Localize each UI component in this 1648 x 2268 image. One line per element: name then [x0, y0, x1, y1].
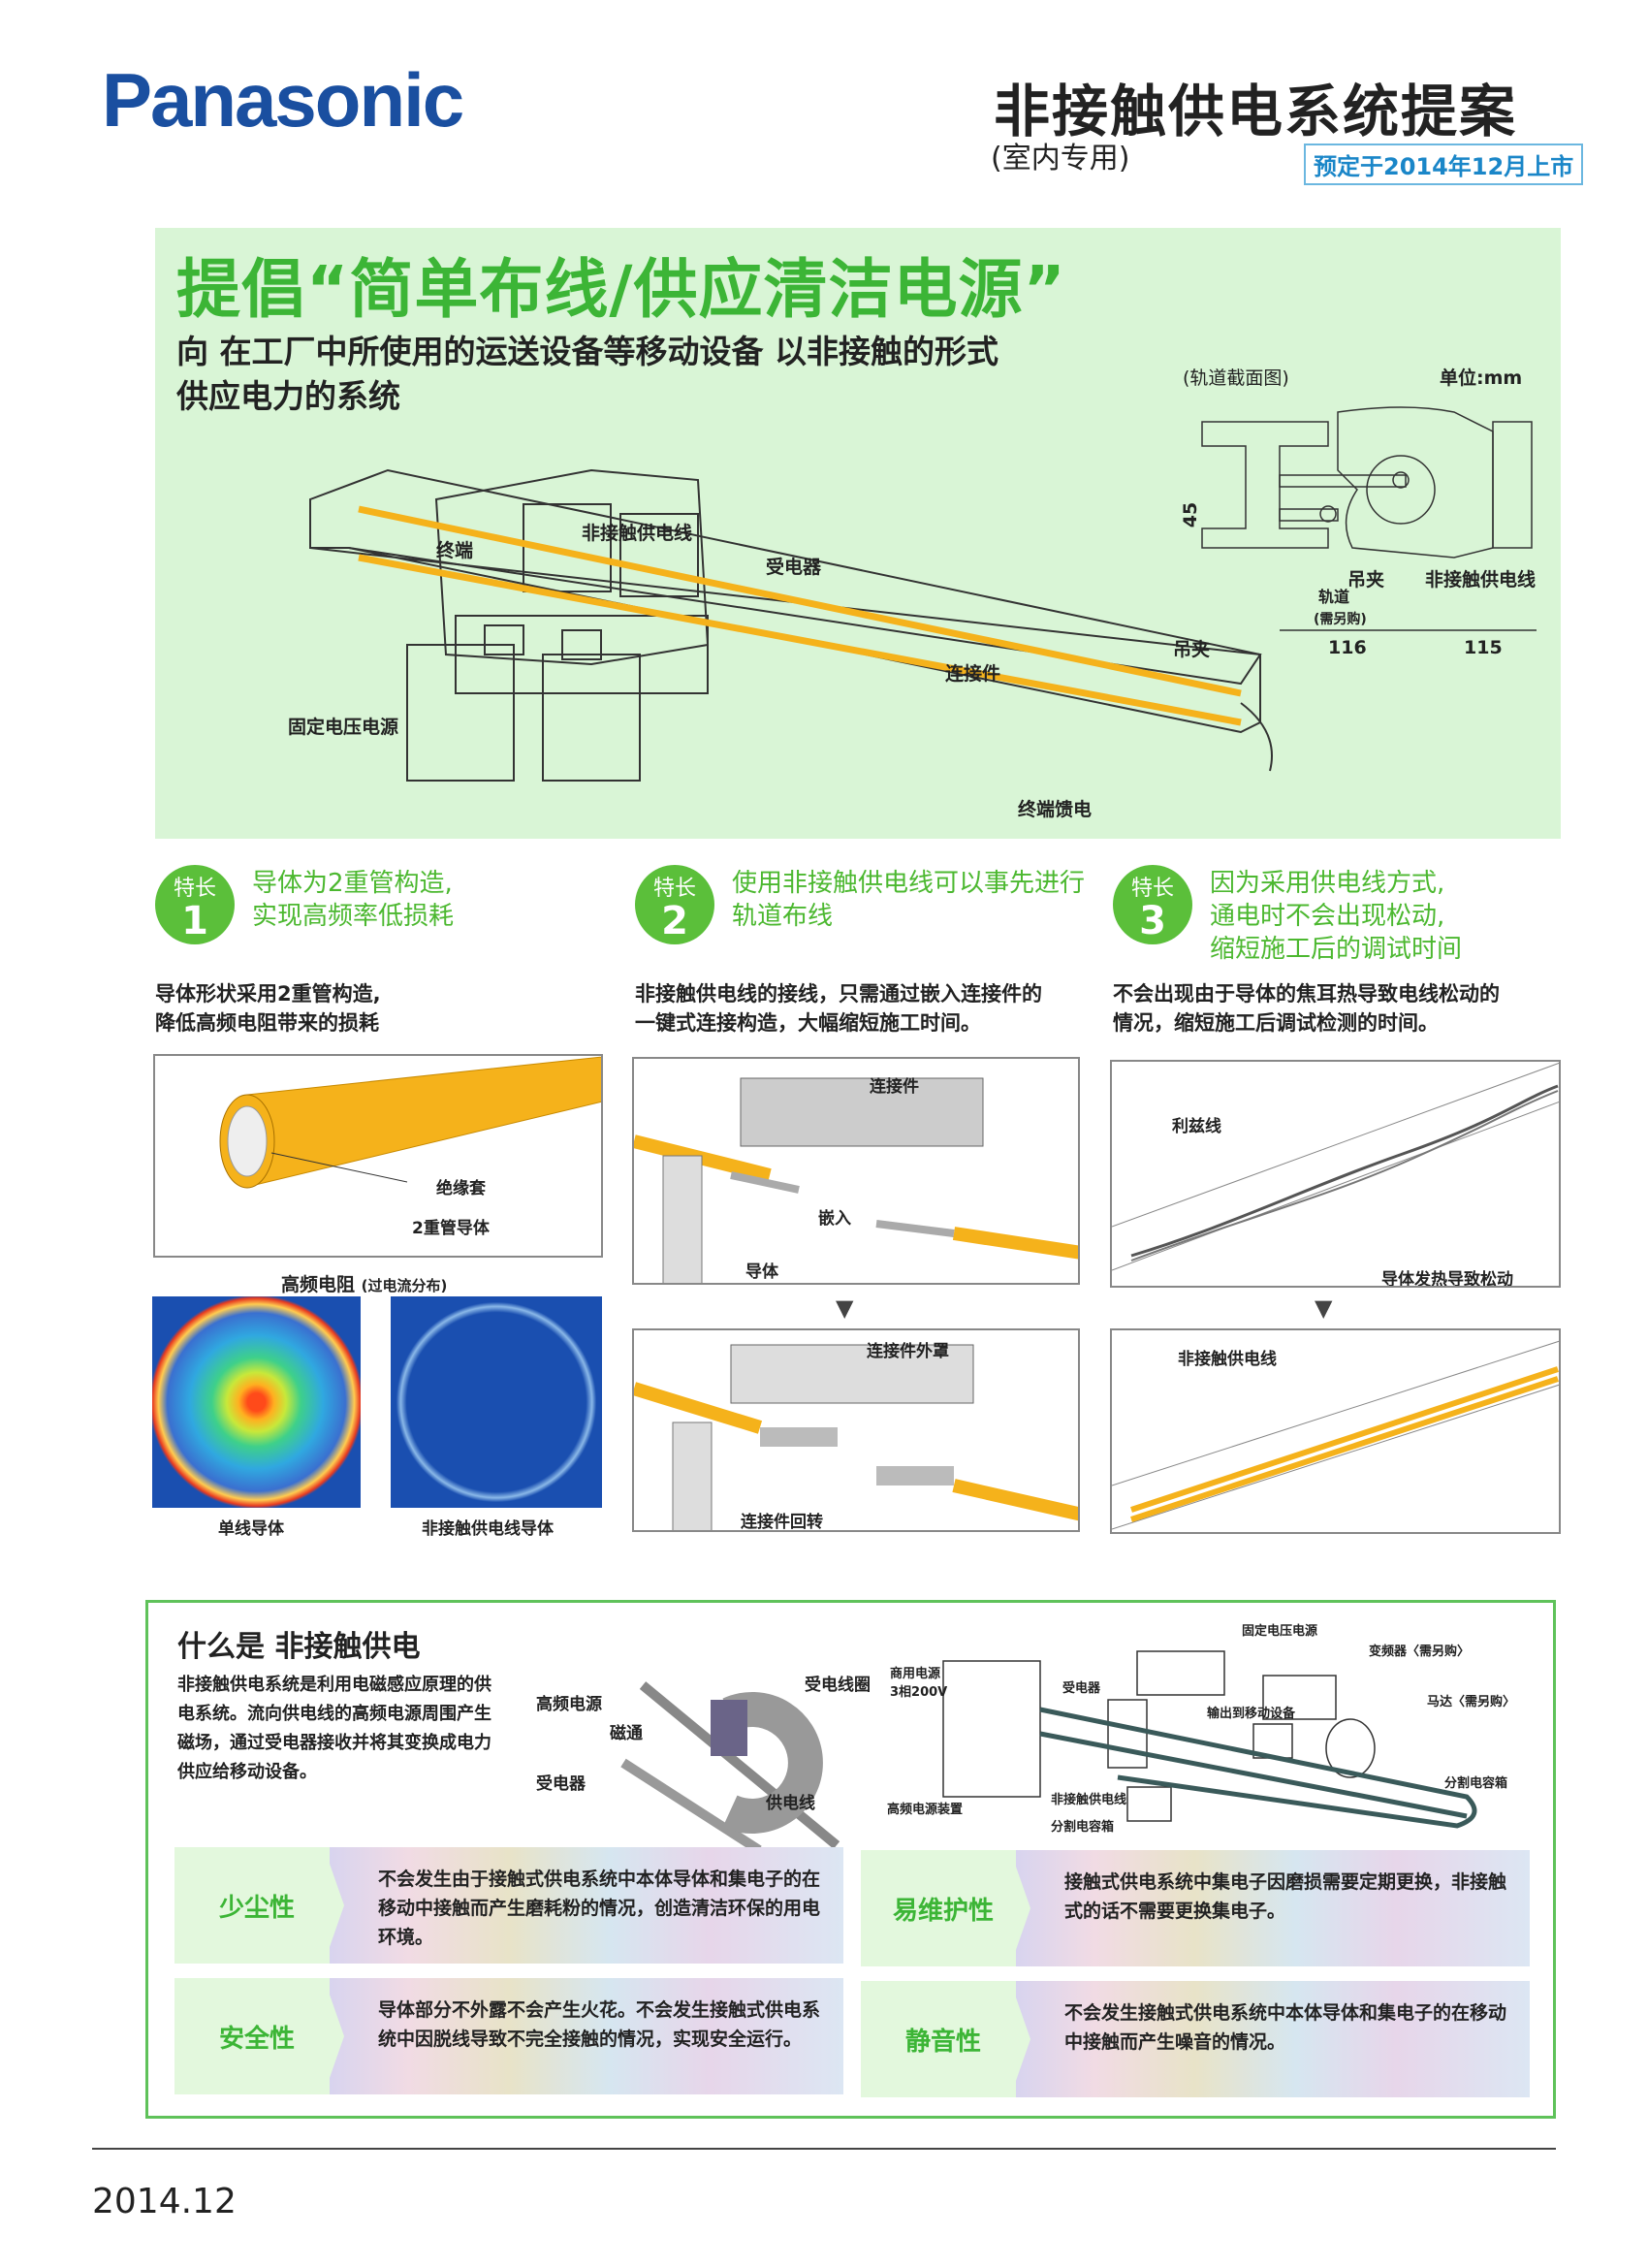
- d2-inverter: 变频器〈需另购〉: [1369, 1645, 1471, 1659]
- hero-lead: 向 在工厂中所使用的运送设备等移动设备 以非接触的形式供应电力的系统: [176, 330, 998, 419]
- hero-headline: 提倡“简单布线/供应清洁电源”: [176, 252, 1066, 327]
- feature-body: 导体形状采用2重管构造,降低高频电阻带来的损耗: [155, 982, 381, 1035]
- d1-line: 供电线: [766, 1794, 815, 1813]
- unit-label: 单位:mm: [1440, 367, 1523, 389]
- label-rotate: 连接件回转: [741, 1513, 823, 1532]
- feature-title: 导体为2重管构造,实现高频率低损耗: [252, 869, 455, 931]
- section-title: 什么是 非接触供电: [177, 1630, 421, 1664]
- d2-psu: 固定电压电源: [1242, 1624, 1318, 1639]
- what-is-section: 什么是 非接触供电 非接触供电系统是利用电磁感应原理的供电系统。流向供电线的高频…: [145, 1600, 1556, 2119]
- d2-hf-unit: 高频电源装置: [887, 1803, 964, 1817]
- contactless-cable-image: 非接触供电线: [1110, 1328, 1561, 1534]
- label-receiver: 受电器: [766, 557, 822, 578]
- d1-coil: 受电线圈: [805, 1676, 871, 1695]
- benefit-maintenance: 易维护性接触式供电系统中集电子因磨损需要定期更换，非接触式的话不需要更换集电子。: [861, 1850, 1530, 1966]
- dim-115: 115: [1464, 637, 1503, 658]
- footer-rule: [92, 2148, 1556, 2150]
- label-psu: 固定电压电源: [288, 717, 399, 738]
- d2-cap1: 分割电容箱: [1051, 1820, 1115, 1835]
- down-arrow-icon: ▼: [836, 1294, 854, 1322]
- label-insulation: 绝缘套: [436, 1179, 486, 1198]
- benefit-quiet: 静音性不会发生接触式供电系统中本体导体和集电子的在移动中接触而产生噪音的情况。: [861, 1981, 1530, 2097]
- feature-body: 非接触供电线的接线，只需通过嵌入连接件的一键式连接构造，大幅缩短施工时间。: [635, 982, 1042, 1035]
- label-terminal: 终端: [436, 540, 474, 561]
- feature-title: 因为采用供电线方式,通电时不会出现松动,缩短施工后的调试时间: [1210, 869, 1463, 964]
- label-insert: 嵌入: [818, 1209, 851, 1229]
- system-diagram: [942, 1650, 1477, 1829]
- caption-single: 单线导体: [218, 1519, 284, 1539]
- section-rail-note: (需另购): [1314, 612, 1367, 627]
- label-loose: 导体发热导致松动: [1381, 1270, 1513, 1288]
- down-arrow-icon: ▼: [1315, 1294, 1333, 1322]
- feature-body: 不会出现由于导体的焦耳热导致电线松动的情况，缩短施工后调试检测的时间。: [1113, 982, 1500, 1035]
- d2-output: 输出到移动设备: [1207, 1707, 1296, 1721]
- section-rail: 轨道: [1318, 588, 1350, 606]
- section-hanger: 吊夹: [1347, 569, 1385, 591]
- benefit-safety: 安全性导体部分不外露不会产生火花。不会发生接触式供电系统中因脱线导致不完全接触的…: [174, 1978, 843, 2094]
- connector-cover-image: 连接件外罩 连接件回转: [632, 1328, 1080, 1532]
- section-text: 非接触供电系统是利用电磁感应原理的供电系统。流向供电线的高频电源周围产生磁场，通…: [177, 1675, 491, 1782]
- rail-system-illustration: [309, 468, 1273, 782]
- label-litz: 利兹线: [1172, 1117, 1221, 1136]
- label-cable: 非接触供电线: [582, 523, 693, 544]
- d1-receiver: 受电器: [536, 1774, 586, 1794]
- contactless-conductor-heatmap: [391, 1296, 602, 1508]
- rail-cross-section: (轨道截面图) 单位:mm 45 吊夹 非接触供电线 轨道 (需另购) 116 …: [1180, 364, 1561, 674]
- cross-section-drawing: [1201, 406, 1537, 631]
- footer-date: 2014.12: [92, 2182, 237, 2221]
- label-end-feed: 终端馈电: [1018, 799, 1093, 820]
- feature-title: 使用非接触供电线可以事先进行轨道布线: [732, 869, 1086, 931]
- connector-insert-image: 连接件 嵌入 导体: [632, 1057, 1080, 1285]
- dim-116: 116: [1328, 637, 1367, 658]
- label-connector: 连接件: [945, 663, 1001, 685]
- section-title: (轨道截面图): [1183, 367, 1289, 389]
- hf-title: 高频电阻 (过电流分布): [281, 1274, 448, 1295]
- label-conductor: 导体: [745, 1262, 778, 1282]
- lead-line: 供应电力的系统: [176, 377, 400, 415]
- d2-cap2: 分割电容箱: [1444, 1776, 1508, 1791]
- d1-flux: 磁通: [610, 1724, 643, 1743]
- hero-panel: 提倡“简单布线/供应清洁电源” 向 在工厂中所使用的运送设备等移动设备 以非接触…: [155, 228, 1561, 839]
- d2-motor: 马达〈需另购〉: [1427, 1695, 1516, 1709]
- section-cable: 非接触供电线: [1425, 569, 1537, 591]
- single-conductor-heatmap: [152, 1296, 361, 1508]
- page-subtitle: (室内专用): [991, 142, 1130, 176]
- d2-receiver: 受电器: [1062, 1681, 1101, 1696]
- dim-45: 45: [1180, 501, 1202, 528]
- d1-hf: 高频电源: [536, 1695, 602, 1714]
- caption-contactless: 非接触供电线导体: [422, 1519, 554, 1539]
- panasonic-logo: Panasonic: [102, 57, 464, 143]
- label-connector: 连接件: [870, 1077, 919, 1097]
- label-hanger: 吊夹: [1173, 639, 1211, 660]
- label-conductor: 2重管导体: [412, 1219, 490, 1238]
- benefit-dust: 少尘性不会发生由于接触式供电系统中本体导体和集电子的在移动中接触而产生磨耗粉的情…: [174, 1847, 843, 1964]
- page-title: 非接触供电系统提案: [994, 79, 1518, 144]
- litz-wire-image: 利兹线 导体发热导致松动: [1110, 1060, 1561, 1288]
- label-cable: 非接触供电线: [1178, 1350, 1277, 1369]
- label-cover: 连接件外罩: [867, 1342, 949, 1361]
- lead-line: 向 在工厂中所使用的运送设备等移动设备 以非接触的形式: [176, 333, 998, 370]
- launch-badge: 预定于2014年12月上市: [1304, 144, 1584, 185]
- d2-cable: 非接触供电线: [1051, 1793, 1127, 1807]
- induction-diagram: [620, 1681, 840, 1850]
- tube-conductor-image: 绝缘套 2重管导体: [153, 1054, 603, 1258]
